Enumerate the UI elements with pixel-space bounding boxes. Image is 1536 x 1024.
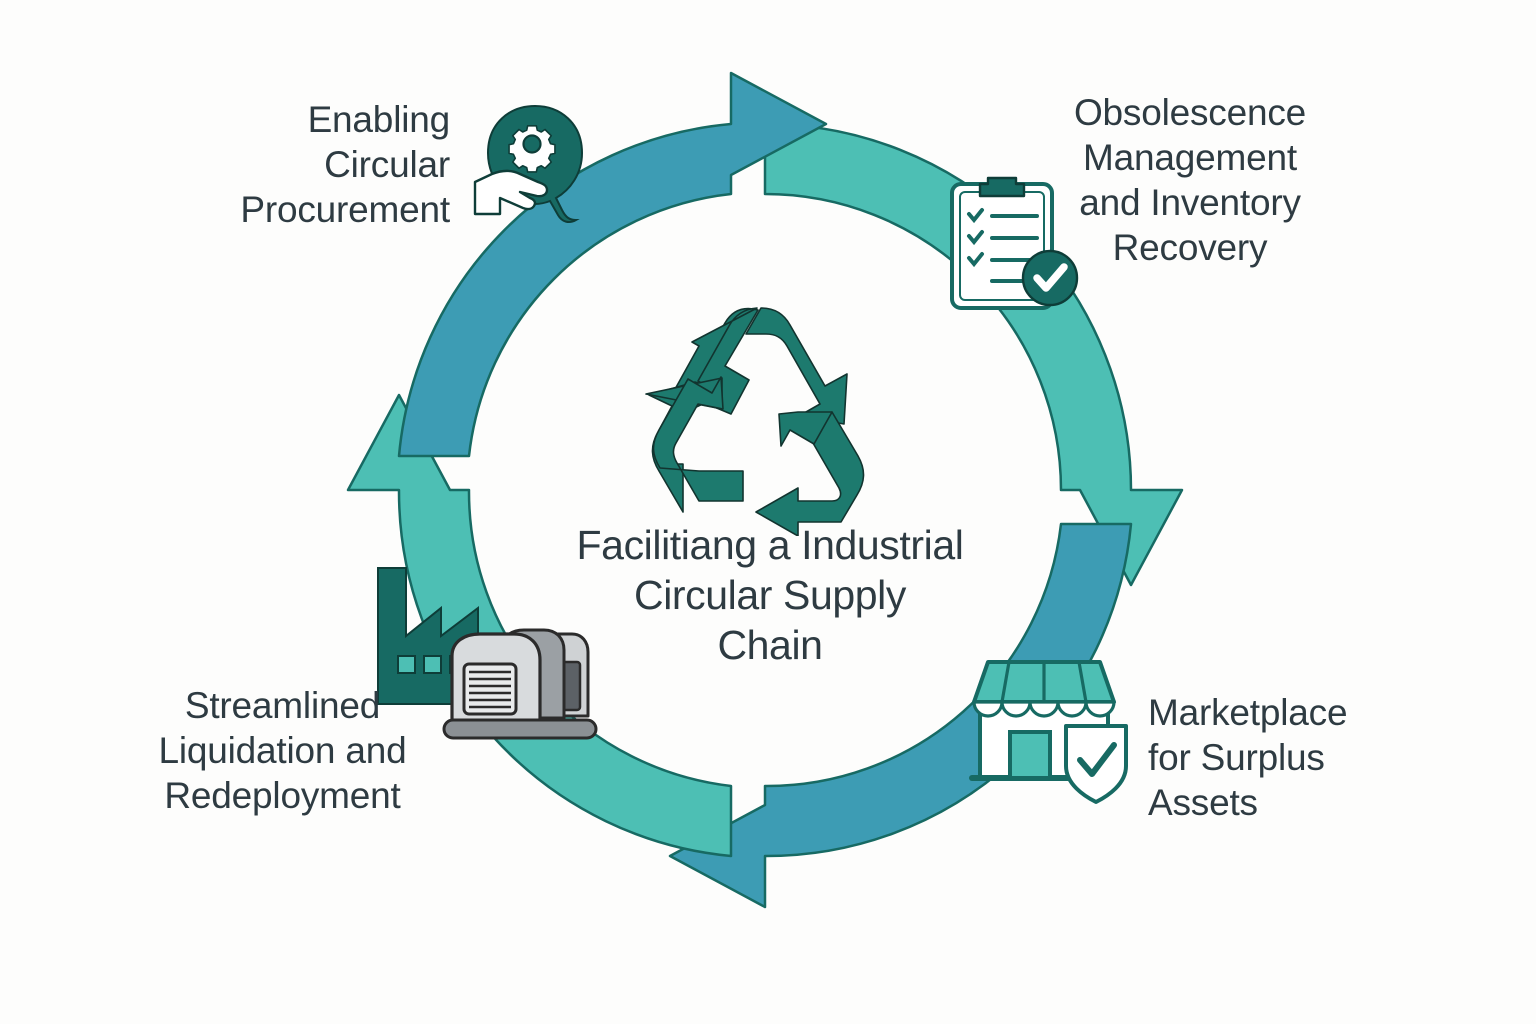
stage-label-procurement: Enabling Circular Procurement xyxy=(240,99,450,231)
clipboard-checklist-icon xyxy=(940,168,1090,316)
ring-segment-top-left xyxy=(397,71,828,458)
stage-label-liquidation: Streamlined Liquidation and Redeployment xyxy=(158,685,407,817)
storefront-shield-icon xyxy=(958,648,1138,806)
factory-machine-icon xyxy=(366,556,606,756)
recycle-icon xyxy=(636,296,886,537)
ring-segment-top-right xyxy=(763,122,1184,587)
stage-label-marketplace: Marketplace for Surplus Assets xyxy=(1148,692,1348,824)
gear-in-hand-icon xyxy=(470,98,600,228)
stage-label-obsolescence: Obsolescence Management and Inventory Re… xyxy=(1073,92,1307,269)
center-title: Facilitiang a Industrial Circular Supply… xyxy=(576,522,964,669)
